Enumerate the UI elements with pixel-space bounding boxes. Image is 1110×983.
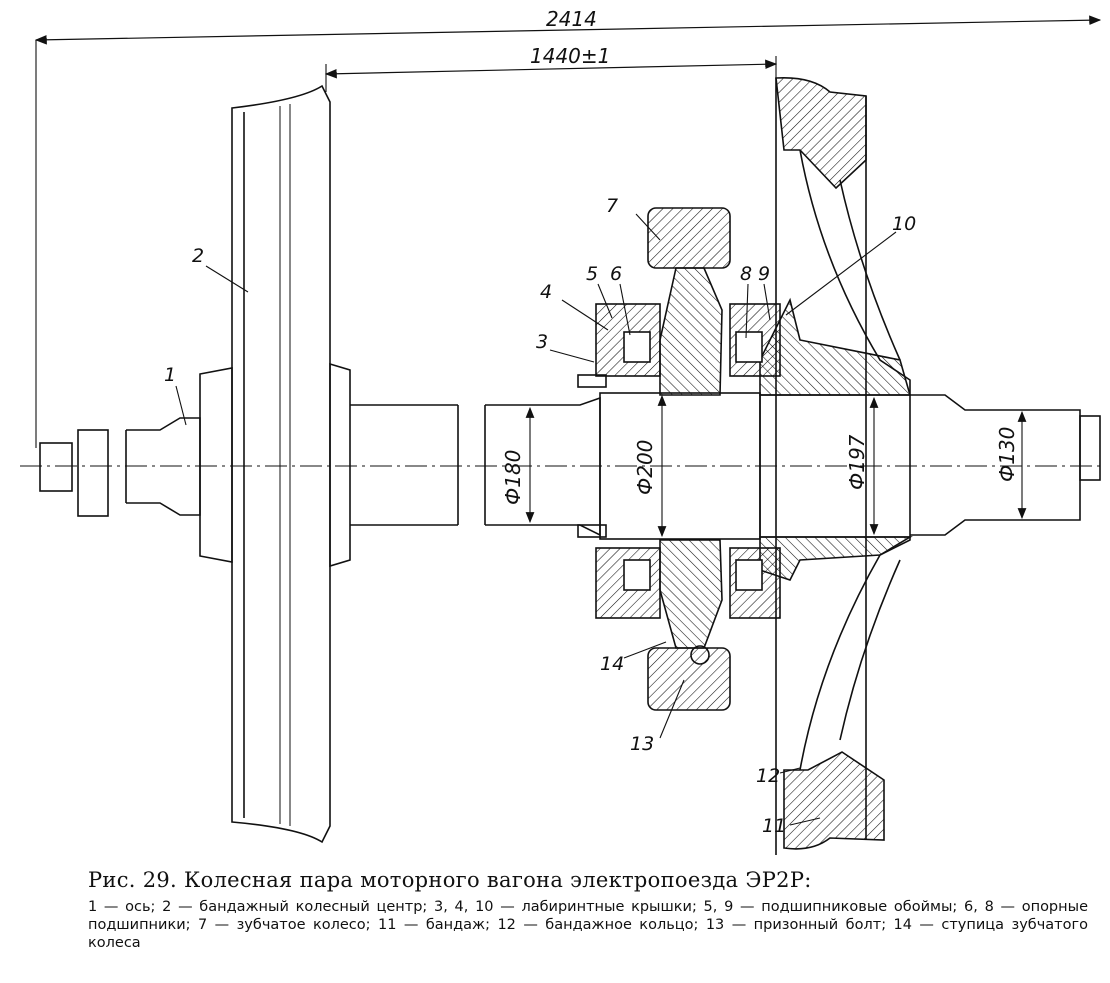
leader-lines [175, 213, 897, 826]
callout-3: 3 [536, 331, 548, 353]
left-wheel-hub-outer [329, 362, 351, 568]
axle-body-left [350, 404, 459, 526]
diameter-axle-body: Ф180 [501, 450, 525, 505]
callout-13: 13 [630, 733, 654, 755]
wheelset-drawing: 2414 1440±1 Ф180 Ф200 Ф197 Ф130 1 2 3 4 … [20, 7, 1105, 855]
callout-7: 7 [606, 195, 618, 217]
callout-9: 9 [758, 263, 770, 285]
diameter-wheel-seat: Ф197 [845, 434, 869, 490]
overall-dimension-label: 2414 [546, 7, 597, 31]
bearing-assembly [577, 303, 781, 619]
callout-5: 5 [586, 263, 598, 285]
right-wheel [759, 76, 913, 855]
left-wheel-center [231, 84, 331, 844]
gear-wheel [647, 207, 731, 711]
callout-6: 6 [610, 263, 622, 285]
right-axle-nut [1079, 415, 1101, 481]
caption-title: Рис. 29. Колесная пара моторного вагона … [88, 868, 812, 892]
diameter-gear-seat: Ф200 [633, 440, 657, 495]
callout-10: 10 [892, 213, 916, 235]
diameter-journal: Ф130 [995, 427, 1019, 482]
left-wheel-hub [199, 367, 233, 563]
callout-4: 4 [540, 281, 552, 303]
callout-11: 11 [762, 815, 786, 837]
caption-legend: 1 — ось; 2 — бандажный колесный центр; 3… [88, 899, 1088, 951]
diameter-arrows [525, 394, 1027, 538]
callout-8: 8 [740, 263, 752, 285]
callout-2: 2 [192, 245, 204, 267]
callout-12: 12 [756, 765, 780, 787]
figure-caption: Рис. 29. Колесная пара моторного вагона … [88, 868, 1088, 952]
overall-dimension [34, 15, 1102, 448]
gauge-dimension-label: 1440±1 [530, 44, 610, 68]
callout-1: 1 [164, 364, 176, 386]
callout-14: 14 [600, 653, 624, 675]
left-axle-journal [39, 417, 201, 517]
